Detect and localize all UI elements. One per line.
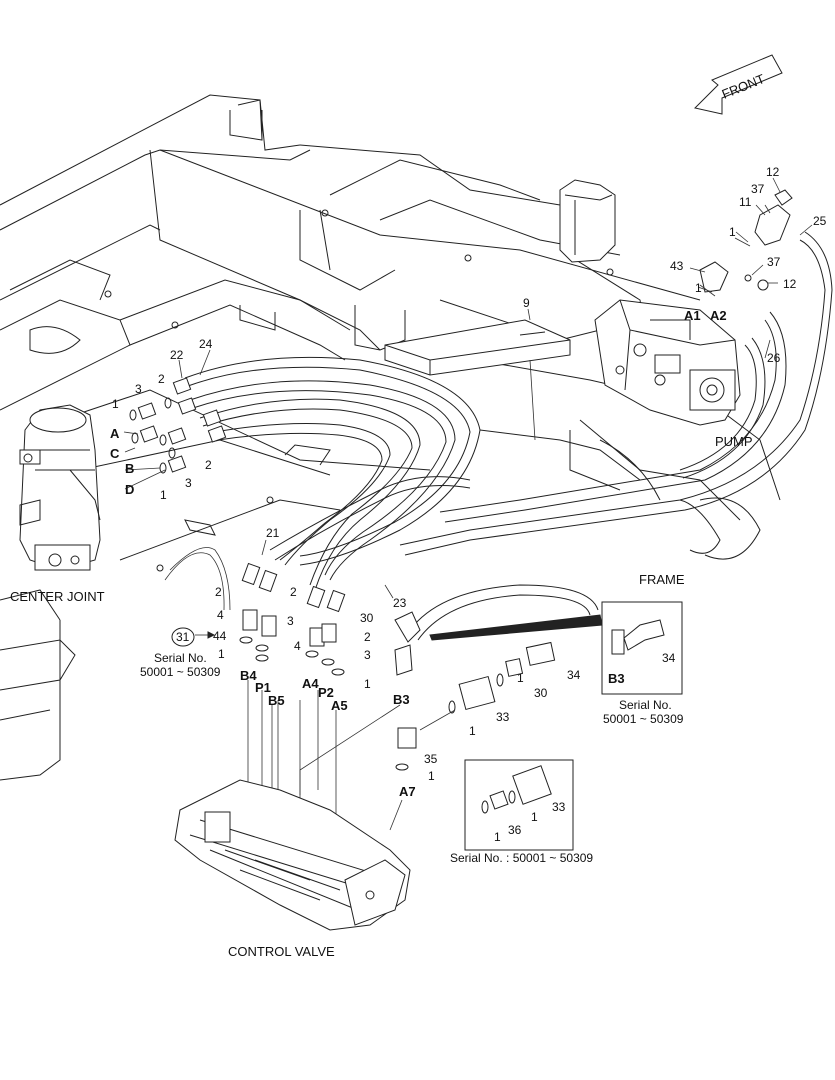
- callout-21: 21: [266, 526, 280, 540]
- port-a: A: [110, 426, 120, 441]
- callout-33-mid: 33: [496, 710, 510, 724]
- port-b3-main: B3: [393, 692, 410, 707]
- callout-24: 24: [199, 337, 213, 351]
- callout-2-right2: 2: [364, 630, 371, 644]
- pump-assembly: [594, 299, 741, 426]
- callout-leaders: [123, 177, 813, 599]
- port-c: C: [110, 446, 120, 461]
- port-labels: A C B D A1 A2 B4 P1 B5 A4 P2 A5 B3 B3 A7: [110, 308, 727, 799]
- callout-3-right1: 3: [287, 614, 294, 628]
- center-joint-label: CENTER JOINT: [10, 589, 105, 604]
- callout-1-detail1: 1: [531, 810, 538, 824]
- serial-right-line2: 50001 ~ 50309: [603, 712, 684, 726]
- callout-30-mid: 30: [534, 686, 548, 700]
- callout-26: 26: [767, 351, 781, 365]
- callout-1-mid: 1: [517, 671, 524, 685]
- callout-1-o: 1: [428, 769, 435, 783]
- pump-hoses: [399, 231, 833, 556]
- port-b3-detail: B3: [608, 671, 625, 686]
- callout-23: 23: [393, 596, 407, 610]
- center-joint-fittings: [129, 377, 227, 474]
- callout-37-top: 37: [751, 182, 765, 196]
- callout-34: 34: [567, 668, 581, 682]
- control-valve-body: [174, 779, 411, 931]
- callout-2-right1: 2: [290, 585, 297, 599]
- port-a2: A2: [710, 308, 727, 323]
- port-b: B: [125, 461, 134, 476]
- control-valve-fittings: [239, 562, 346, 676]
- callout-31: 31: [176, 630, 190, 644]
- callout-4-right: 4: [294, 639, 301, 653]
- part-callouts: 12 37 11 25 1 43 37 1 12 9 26 22 24 3 2 …: [112, 165, 827, 844]
- callout-43: 43: [670, 259, 684, 273]
- callout-1-pump-mid: 1: [695, 281, 702, 295]
- callout-35: 35: [424, 752, 438, 766]
- callout-2-left: 2: [215, 585, 222, 599]
- callout-1-left: 1: [218, 647, 225, 661]
- callout-3-b: 3: [185, 476, 192, 490]
- serial-left-line2: 50001 ~ 50309: [140, 665, 221, 679]
- callout-2-b: 2: [205, 458, 212, 472]
- callout-37-mid: 37: [767, 255, 781, 269]
- port-a7: A7: [399, 784, 416, 799]
- serial-bottom: Serial No. : 50001 ~ 50309: [450, 851, 593, 865]
- port-d: D: [125, 482, 134, 497]
- callout-33-detail: 33: [552, 800, 566, 814]
- callout-44: 44: [213, 629, 227, 643]
- serial-right-line1: Serial No.: [619, 698, 672, 712]
- callout-12-top: 12: [766, 165, 780, 179]
- port-a1: A1: [684, 308, 701, 323]
- port-p1: P1: [255, 680, 271, 695]
- callout-1-pump-top: 1: [729, 225, 736, 239]
- pump-label: PUMP: [715, 434, 753, 449]
- serial-left-line1: Serial No.: [154, 651, 207, 665]
- bracket-9: [384, 319, 571, 376]
- main-hose-bundle: [184, 356, 481, 591]
- callout-1-b: 1: [160, 488, 167, 502]
- serial-notes: Serial No. 50001 ~ 50309 Serial No. 5000…: [140, 651, 684, 865]
- callout-4-left: 4: [217, 608, 224, 622]
- callout-34-detail: 34: [662, 651, 676, 665]
- callout-31-circle: [171, 627, 216, 647]
- port-a5: A5: [331, 698, 348, 713]
- port-b5: B5: [268, 693, 285, 708]
- port-b4: B4: [240, 668, 257, 683]
- callout-1-detail2: 1: [494, 830, 501, 844]
- callout-2-a: 2: [158, 372, 165, 386]
- callout-11: 11: [739, 195, 752, 209]
- pump-fittings: [699, 189, 793, 297]
- callout-22: 22: [170, 348, 184, 362]
- wire-harness: [164, 547, 231, 611]
- callout-1-right: 1: [364, 677, 371, 691]
- port-p2: P2: [318, 685, 334, 700]
- section-labels: CENTER JOINT PUMP FRAME CONTROL VALVE: [10, 434, 753, 959]
- control-valve-label: CONTROL VALVE: [228, 944, 335, 959]
- callout-1-n: 1: [469, 724, 476, 738]
- frame-label: FRAME: [639, 572, 685, 587]
- callout-30-right: 30: [360, 611, 374, 625]
- callout-9: 9: [523, 296, 530, 310]
- callout-12-mid: 12: [783, 277, 797, 291]
- upper-frame-structure: [0, 94, 781, 781]
- callout-3-a: 3: [135, 382, 142, 396]
- detail-box-serial: [464, 759, 574, 851]
- front-direction-arrow: FRONT: [694, 54, 783, 115]
- port-a4: A4: [302, 676, 319, 691]
- callout-25: 25: [813, 214, 827, 228]
- callout-3-right2: 3: [364, 648, 371, 662]
- callout-1-a: 1: [112, 397, 119, 411]
- callout-36: 36: [508, 823, 522, 837]
- detail-box-frame: [601, 601, 683, 695]
- bolts: [104, 209, 472, 572]
- muffler-block: [559, 179, 616, 276]
- center-joint-body: [19, 404, 101, 571]
